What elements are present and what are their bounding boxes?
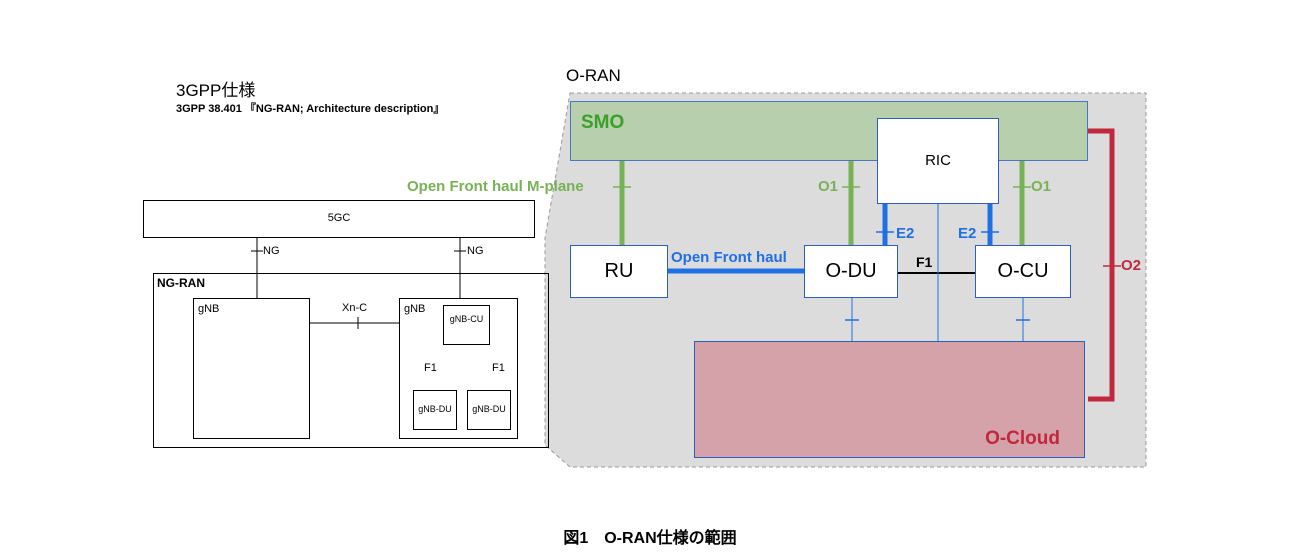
e2-right-label: E2 [958,225,977,242]
gnb-cu-label: gNB-CU [449,314,484,324]
mplane-label: Open Front haul M-plane [407,178,584,195]
gnb-right-label: gNB [404,303,426,315]
gnb-left-box: gNB [193,298,310,439]
fronthaul-label: Open Front haul [671,249,787,266]
smo-box: SMO [570,101,1088,161]
ocloud-label: O-Cloud [985,428,1060,449]
e2-left-label: E2 [896,225,915,242]
oran-title: O-RAN [566,66,621,85]
ru-box: RU [570,245,668,298]
gnb-left-label: gNB [198,303,220,315]
ng-right-label: NG [467,245,484,257]
spec-title: 3GPP仕様 [176,81,256,100]
o2-label: O2 [1121,257,1142,274]
spec-subtitle: 3GPP 38.401 『NG-RAN; Architecture descri… [176,103,445,115]
ric-label: RIC [925,152,951,169]
ng-left-label: NG [263,245,280,257]
core-5gc-label: 5GC [327,212,351,224]
odu-label: O-DU [825,260,877,282]
oran-f1-label: F1 [916,254,933,270]
smo-label: SMO [581,112,625,133]
odu-box: O-DU [804,245,898,298]
core-5gc-box: 5GC [143,200,535,238]
ric-box: RIC [877,118,999,204]
gnb-du-left-label: gNB-DU [418,404,452,414]
gnb-du-right-box: gNB-DU [467,390,511,430]
figure-caption: 図1 O-RAN仕様の範囲 [563,530,737,547]
o1-right-label: O1 [1031,178,1052,195]
ocloud-box: O-Cloud [694,341,1085,458]
o1-left-label: O1 [818,178,839,195]
f1-right-label: F1 [492,362,505,374]
f1-left-label: F1 [424,362,437,374]
xnc-label: Xn-C [342,302,368,314]
gnb-du-right-label: gNB-DU [472,404,506,414]
o2-line [1088,128,1115,402]
ngran-label: NG-RAN [157,276,205,290]
ocu-box: O-CU [975,245,1071,298]
gnb-du-left-box: gNB-DU [413,390,457,430]
gnb-cu-box: gNB-CU [443,305,490,345]
ngran-box: NG-RAN [153,273,549,448]
ru-label: RU [604,260,634,282]
ocu-label: O-CU [997,260,1049,282]
